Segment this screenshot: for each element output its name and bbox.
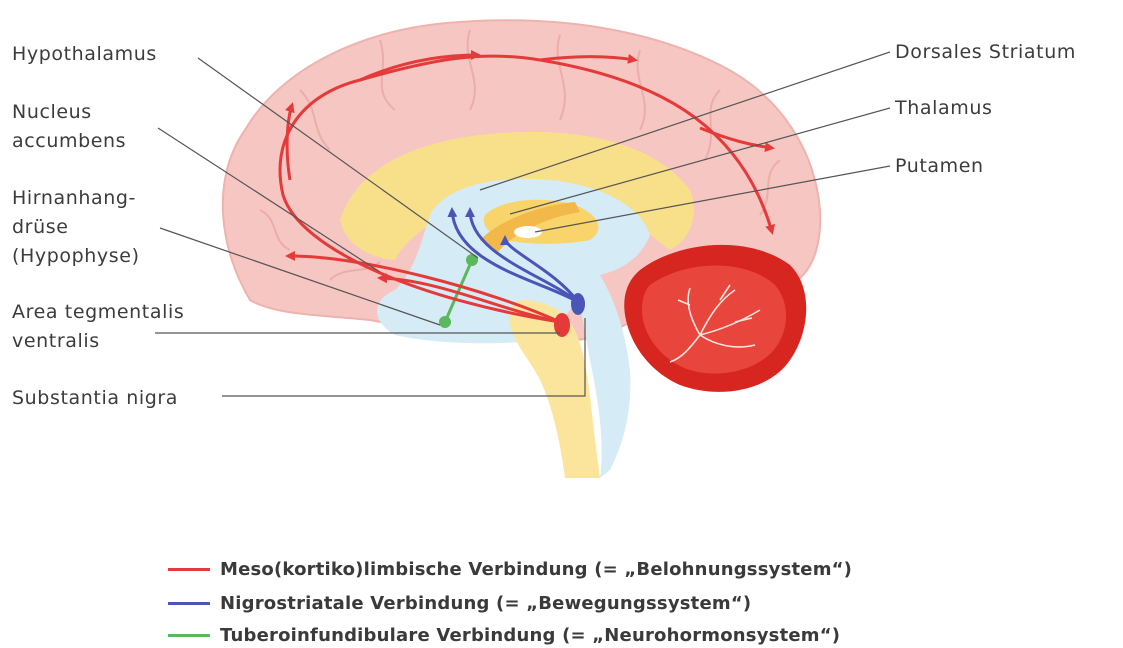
label-dorsales-striatum: Dorsales Striatum [895,40,1076,64]
label-substantia-nigra: Substantia nigra [12,386,178,410]
legend-swatch-green [168,634,210,637]
legend-swatch-red [168,568,210,571]
legend-text-nigrostriatal: Nigrostriatale Verbindung (= „Bewegungss… [220,593,751,614]
label-vta-line2: ventralis [12,329,100,353]
label-hirnanhang-line3: (Hypophyse) [12,244,140,268]
label-putamen: Putamen [895,154,984,178]
label-nucleus-accumbens-line2: accumbens [12,129,126,153]
label-vta-line1: Area tegmentalis [12,300,184,324]
legend-swatch-blue [168,602,210,605]
legend-text-tuberoinfundibular: Tuberoinfundibulare Verbindung (= „Neuro… [220,625,840,646]
label-hirnanhang-line1: Hirnanhang- [12,186,136,210]
label-thalamus: Thalamus [895,96,992,120]
label-hirnanhang-line2: drüse [12,215,69,239]
legend-item-mesolimbic: Meso(kortiko)limbische Verbindung (= „Be… [168,556,852,582]
label-nucleus-accumbens-line1: Nucleus [12,100,92,124]
legend-text-mesolimbic: Meso(kortiko)limbische Verbindung (= „Be… [220,559,852,580]
legend-item-nigrostriatal: Nigrostriatale Verbindung (= „Bewegungss… [168,590,751,616]
legend-item-tuberoinfundibular: Tuberoinfundibulare Verbindung (= „Neuro… [168,622,840,648]
label-hypothalamus: Hypothalamus [12,42,157,66]
